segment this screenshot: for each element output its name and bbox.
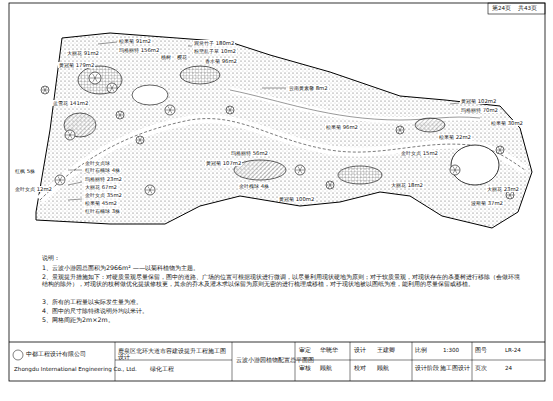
plant-label: 红叶石楠球 3株 — [84, 208, 121, 214]
plant-label: 松果菊 91m2 — [118, 38, 152, 44]
title-block-text: 云波小游园植物配置总平面图 — [236, 357, 314, 363]
planting-bed — [180, 66, 220, 84]
title-block-text: 设计阶段 — [415, 365, 439, 371]
plant-label: 观赏竹子 180m2 — [193, 40, 235, 46]
note-text: 5、网格间距为2m×2m。 — [42, 316, 114, 323]
title-block-text: 设计 — [354, 347, 366, 353]
park-outline — [36, 33, 532, 228]
plant-label: 黄冠菊 100m2 — [278, 196, 315, 202]
plant-label: 黄冠菊 179m2 — [58, 62, 95, 68]
title-block-text: 中都工程设计有限公司 — [26, 351, 86, 357]
plant-label: 黄冠菊 102m2 — [460, 98, 497, 104]
path-edge — [230, 90, 480, 120]
title-block-text: 比例 — [415, 347, 427, 353]
page-box — [488, 3, 545, 14]
plant-label: 金叶女贞 15m2 — [400, 150, 439, 156]
title-block-text: 1:300 — [443, 347, 459, 353]
plant-label: 金叶女贞球 — [84, 160, 111, 166]
plant-label: 松果菊 45m2 — [84, 200, 118, 206]
title-block-text: 审定 — [299, 347, 311, 353]
plant-label: 松果菊 30m2 — [490, 120, 524, 126]
plant-label: 红枫 5株 — [14, 168, 36, 174]
plant-label: 蓝雪花 141m2 — [52, 100, 89, 106]
path-edge — [40, 119, 525, 200]
plant-label: 樱花 — [176, 54, 188, 60]
planting-bed — [415, 118, 445, 132]
title-block-text: 24 — [505, 365, 512, 371]
leader-lines — [68, 42, 459, 200]
title-block-text: 页次 — [475, 365, 487, 371]
plant-label: 松果菊 96m2 — [325, 124, 359, 130]
title-block-text: 顾航 — [377, 365, 389, 371]
note-text: 说明： — [42, 254, 60, 261]
plaza — [451, 145, 499, 185]
page-total: 共43页 — [518, 5, 537, 11]
title-block-text: 顾航 — [320, 365, 332, 371]
plant-label: 金叶女贞 35m2 — [84, 192, 123, 198]
title-block-text: Zhongdu International Engineering Co., L… — [14, 366, 112, 372]
plant-label: 桃树 — [160, 54, 172, 60]
plant-label: 粉黛乱子草 10m2 — [193, 48, 237, 54]
plant-label: 黄冠菊 107m2 — [205, 160, 242, 166]
plant-label: 金叶槐球 4株 — [238, 183, 270, 189]
title-block-text: 王建卿 — [377, 347, 395, 353]
plant-label: 云南黄素馨 8m2 — [288, 85, 329, 91]
plant-label: 玛格丽特 156m2 — [118, 47, 160, 53]
plant-label: 大丽花 91m2 — [66, 50, 100, 56]
title-block-grid — [13, 342, 545, 381]
page-frame — [9, 3, 545, 381]
note-text: 1、云波小游园总面积为2966m² ——以菊科植物为主题。 — [42, 264, 199, 271]
plant-label: 玛格丽特 70m2 — [460, 107, 499, 113]
note-text: 3、所有的工程量以实际发生量为准。 — [42, 298, 142, 305]
note-text: 4、图中的尺寸除特殊说明外均以米计。 — [42, 307, 148, 314]
plant-label: 玛格丽特 56m2 — [230, 150, 269, 156]
title-block-text: 审核 — [299, 365, 311, 371]
planting-bed — [78, 66, 122, 94]
title-block-text: LR-24 — [505, 347, 521, 353]
planting-bed — [338, 166, 382, 184]
note-text: 2、景观提升措施如下：对硬质景观尽量保留，图中的道路、广场的位置可根据现状进行微… — [42, 273, 522, 287]
plant-label: 波斯菊 37m2 — [470, 200, 504, 206]
footpath — [230, 90, 480, 120]
plant-label: 香水菊 96m2 — [204, 58, 238, 64]
plant-label: 大丽花 67m2 — [84, 184, 118, 190]
footpath — [40, 119, 525, 200]
title-block-text: 鹿泉区北环大道市容建设提升工程施工图设计 — [118, 348, 230, 361]
plant-label: 松果菊 22m2 — [438, 134, 472, 140]
title-block-text: 校对 — [354, 365, 366, 371]
title-block-text: 图号 — [475, 347, 487, 353]
plant-label: 玛格丽特 23m2 — [84, 176, 123, 182]
plant-label: 大丽花 23m2 — [486, 186, 520, 192]
title-block-text: 施工图设计 — [440, 365, 470, 371]
tree-symbols — [41, 72, 514, 199]
plant-label: 大丽花 18m2 — [390, 182, 424, 188]
lawn — [132, 85, 168, 105]
page-number: 第24页 — [492, 5, 511, 11]
plant-label: 金叶女贞 12m2 — [14, 186, 53, 192]
title-block-text: 华晓华 — [320, 347, 338, 353]
title-block-rule — [9, 342, 545, 343]
plant-label: 红叶石楠球 4株 — [84, 167, 121, 173]
title-block-text: 绿化工程 — [150, 366, 174, 372]
